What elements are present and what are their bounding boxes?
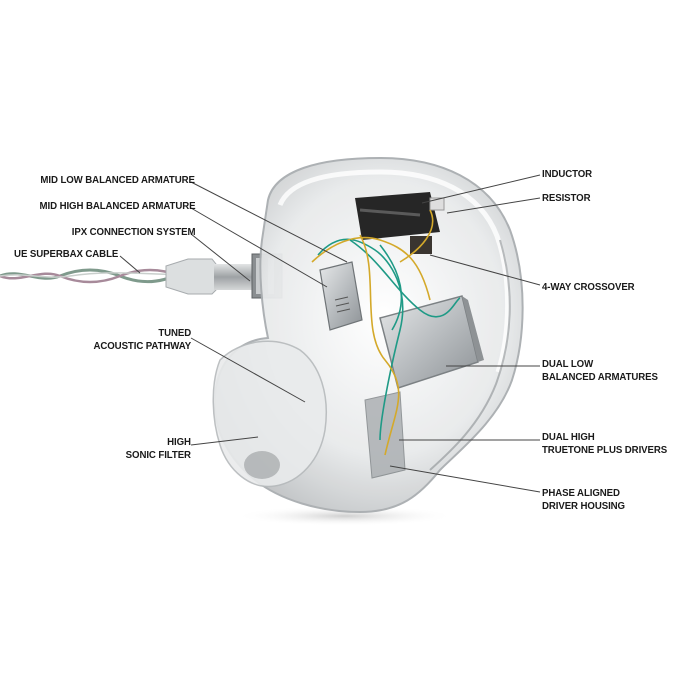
label-text: 4-WAY CROSSOVER xyxy=(542,281,635,293)
label-text: INDUCTOR xyxy=(542,168,593,180)
label-text: BALANCED ARMATURES xyxy=(542,371,658,383)
label-text: HIGH xyxy=(167,436,191,448)
sound-canal xyxy=(212,340,327,488)
label-text: RESISTOR xyxy=(542,192,591,204)
label-text: PHASE ALIGNED xyxy=(542,487,620,499)
label-dual-high-truetone-plus-drivers: DUAL HIGH TRUETONE PLUS DRIVERS xyxy=(542,431,667,457)
label-high-sonic-filter: HIGH SONIC FILTER xyxy=(126,436,191,462)
label-4-way-crossover: 4-WAY CROSSOVER xyxy=(542,281,635,294)
label-inductor: INDUCTOR xyxy=(542,168,592,181)
leader-lines xyxy=(119,174,541,493)
label-text: TRUETONE PLUS DRIVERS xyxy=(542,444,668,456)
shadow xyxy=(235,506,455,526)
label-text: MID HIGH BALANCED ARMATURE xyxy=(39,200,195,212)
label-text: MID LOW BALANCED ARMATURE xyxy=(40,174,195,186)
label-text: IPX CONNECTION SYSTEM xyxy=(71,226,195,238)
mid-driver xyxy=(319,261,363,331)
label-ipx-connection-system: IPX CONNECTION SYSTEM xyxy=(71,226,195,239)
label-mid-high-balanced-armature: MID HIGH BALANCED ARMATURE xyxy=(39,200,195,213)
label-text: DRIVER HOUSING xyxy=(542,500,625,512)
label-dual-low-balanced-armatures: DUAL LOW BALANCED ARMATURES xyxy=(542,358,658,384)
label-ue-superbax-cable: UE SUPERBAX CABLE xyxy=(14,248,118,261)
label-tuned-acoustic-pathway: TUNED ACOUSTIC PATHWAY xyxy=(93,327,191,353)
dual-low-driver xyxy=(379,295,484,389)
label-text: ACOUSTIC PATHWAY xyxy=(93,340,191,352)
label-phase-aligned-driver-housing: PHASE ALIGNED DRIVER HOUSING xyxy=(542,487,625,513)
label-text: TUNED xyxy=(158,327,191,339)
label-mid-low-balanced-armature: MID LOW BALANCED ARMATURE xyxy=(41,174,195,187)
label-resistor: RESISTOR xyxy=(542,192,591,205)
label-text: SONIC FILTER xyxy=(125,449,191,461)
internal-wiring xyxy=(311,209,461,456)
label-text: UE SUPERBAX CABLE xyxy=(13,248,118,260)
dual-high-driver xyxy=(364,391,406,479)
cable xyxy=(0,268,181,284)
label-text: DUAL HIGH xyxy=(542,431,595,443)
label-text: DUAL LOW xyxy=(542,358,594,370)
